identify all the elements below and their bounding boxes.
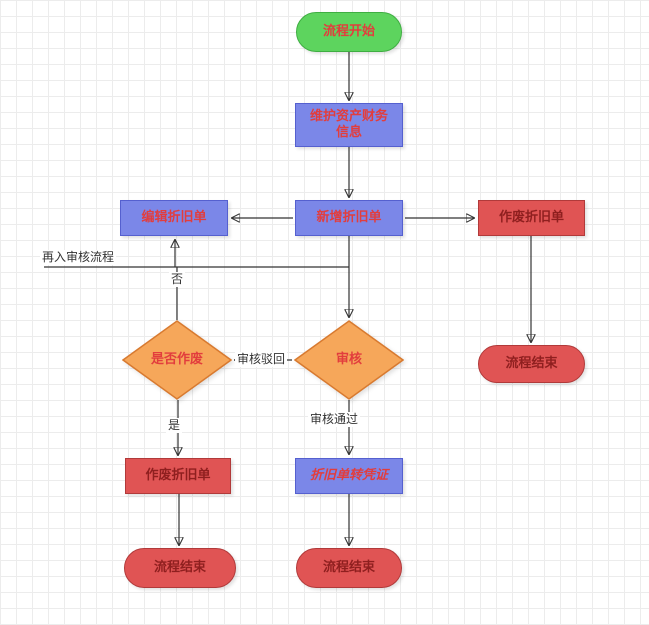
diamond-shape [122, 320, 232, 400]
node-is-void-decision[interactable]: 是否作废 [122, 320, 232, 400]
node-label: 作废折旧单 [145, 467, 211, 483]
node-void-depreciation-slip-left[interactable]: 作废折旧单 [125, 458, 231, 494]
node-add-depreciation-slip[interactable]: 新增折旧单 [295, 200, 403, 236]
node-maintain-asset-info[interactable]: 维护资产财务信息 [295, 103, 403, 147]
node-end-right[interactable]: 流程结束 [478, 345, 585, 383]
edge-label-review-rejected: 审核驳回 [235, 352, 288, 367]
node-label: 新增折旧单 [316, 209, 382, 225]
node-start[interactable]: 流程开始 [296, 12, 402, 52]
diamond-shape [294, 320, 404, 400]
node-label: 流程结束 [322, 559, 375, 575]
node-label: 流程结束 [505, 355, 558, 371]
node-void-depreciation-slip-right[interactable]: 作废折旧单 [478, 200, 585, 236]
node-end-left[interactable]: 流程结束 [124, 548, 236, 588]
node-edit-depreciation-slip[interactable]: 编辑折旧单 [120, 200, 228, 236]
node-slip-to-voucher[interactable]: 折旧单转凭证 [295, 458, 403, 494]
node-label: 流程开始 [322, 23, 375, 39]
edge-label-no: 否 [169, 272, 186, 287]
edge-label-review-approved: 审核通过 [308, 412, 361, 427]
edge-label-reenter-review: 再入审核流程 [40, 250, 117, 265]
node-review-decision[interactable]: 审核 [294, 320, 404, 400]
node-label: 流程结束 [153, 559, 206, 575]
node-label: 作废折旧单 [498, 209, 564, 225]
node-label: 审核 [335, 351, 362, 367]
node-end-center[interactable]: 流程结束 [296, 548, 402, 588]
node-label: 维护资产财务信息 [309, 108, 388, 140]
node-label: 编辑折旧单 [141, 209, 207, 225]
edge-label-yes: 是 [166, 418, 183, 433]
node-label: 是否作废 [150, 351, 203, 367]
node-label: 折旧单转凭证 [309, 467, 388, 483]
